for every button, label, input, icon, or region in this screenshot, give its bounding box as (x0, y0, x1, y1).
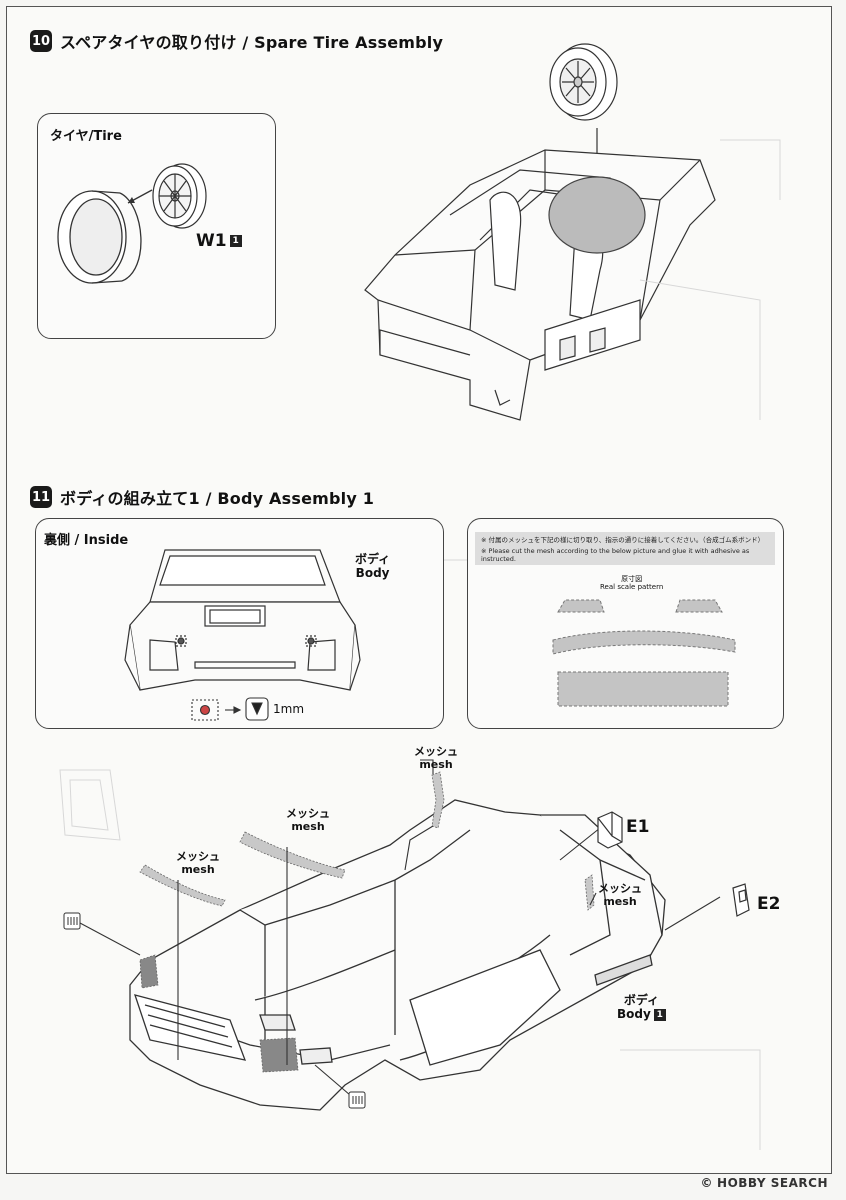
tire-icon (57, 190, 142, 284)
part-e2-label: E2 (757, 894, 781, 914)
mesh-piece-curved (552, 630, 736, 655)
part-e2-drawing (732, 883, 750, 917)
mesh-hood (239, 831, 346, 879)
mesh-piece-rect (557, 671, 729, 707)
main-body-jp: ボディ (623, 993, 659, 1007)
mesh-label-en: mesh (181, 862, 215, 876)
mesh-front (139, 864, 226, 907)
real-scale-en: Real scale pattern (600, 583, 664, 592)
mesh-label-jp: メッシュ (414, 745, 458, 758)
main-body-en: Body (617, 1006, 651, 1021)
real-scale-label: 原寸図 Real scale pattern (600, 575, 663, 591)
step-11-number: 11 (30, 486, 52, 508)
mesh-note-jp: ※ 付属のメッシュを下記の様に切り取り、指示の通りに接着してください。（合成ゴム… (481, 536, 765, 544)
main-body-sprue-num: 1 (653, 1008, 666, 1021)
drill-legend (191, 697, 269, 721)
mesh-side-vent (259, 1037, 299, 1073)
mesh-label-en: mesh (419, 757, 453, 771)
part-w1-id: W1 (196, 231, 227, 251)
mesh-label-front: メッシュ mesh (176, 850, 220, 876)
part-w1-label: W1 1 (196, 231, 242, 251)
mesh-label-rear-top: メッシュ mesh (414, 745, 458, 771)
mesh-icon (63, 912, 366, 1109)
part-e1-label: E1 (626, 817, 650, 837)
body-label-small: ボディ Body (355, 552, 391, 581)
mesh-label-hood: メッシュ mesh (286, 807, 330, 833)
part-e1-drawing (597, 811, 623, 849)
mesh-label-jp: メッシュ (176, 850, 220, 863)
brand-text: HOBBY SEARCH (717, 1176, 828, 1190)
mesh-rear-top (431, 771, 445, 829)
mesh-label-jp: メッシュ (598, 882, 642, 895)
mesh-piece-small-right (675, 599, 723, 613)
inside-box-label: 裏側 / Inside (44, 533, 129, 548)
real-scale-jp: 原寸図 (621, 575, 643, 583)
step-10-header: 10 スペアタイヤの取り付け / Spare Tire Assembly (30, 29, 443, 53)
mesh-note-en: ※ Please cut the mesh according to the b… (481, 547, 750, 563)
step-11-title: ボディの組み立て1 / Body Assembly 1 (60, 489, 375, 508)
spare-tire-icon (549, 43, 618, 121)
mesh-label-jp: メッシュ (286, 807, 330, 820)
step-10-title: スペアタイヤの取り付け / Spare Tire Assembly (60, 33, 444, 52)
copyright-symbol: © (700, 1176, 714, 1190)
mesh-label-en: mesh (291, 819, 325, 833)
drill-size-label: 1mm (273, 702, 305, 716)
footer-brand: © HOBBY SEARCH (701, 1176, 828, 1190)
wheel-icon (152, 163, 207, 229)
mesh-label-en: mesh (603, 894, 637, 908)
tire-box-label: タイヤ/Tire (50, 129, 122, 144)
mesh-label-rear-side: メッシュ mesh (598, 882, 642, 908)
mesh-piece-small-left (557, 599, 605, 613)
part-w1-sprue-num: 1 (229, 235, 242, 247)
drill-icon (251, 702, 263, 716)
main-body-label: ボディ Body 1 (617, 993, 666, 1022)
mesh-front-vent (139, 954, 159, 989)
body-label-en: Body (355, 565, 390, 580)
step-11-header: 11 ボディの組み立て1 / Body Assembly 1 (30, 485, 374, 509)
step-10-number: 10 (30, 30, 52, 52)
mesh-note: ※ 付属のメッシュを下記の様に切り取り、指示の通りに接着してください。（合成ゴム… (475, 532, 775, 565)
body-label-jp: ボディ (355, 552, 391, 566)
